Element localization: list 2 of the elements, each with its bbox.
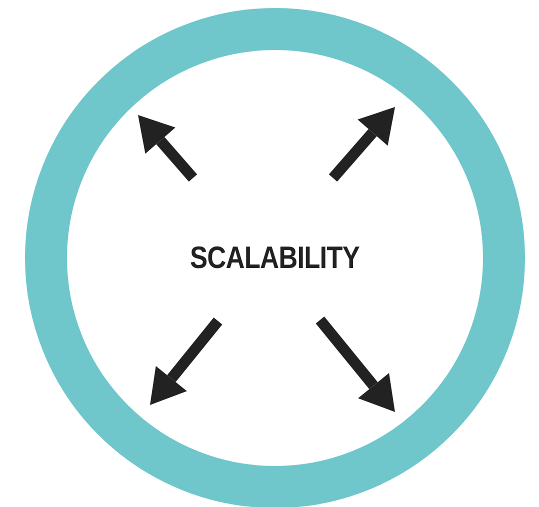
- node-label: SCALABILITY: [190, 240, 360, 276]
- ring-node: [25, 8, 525, 507]
